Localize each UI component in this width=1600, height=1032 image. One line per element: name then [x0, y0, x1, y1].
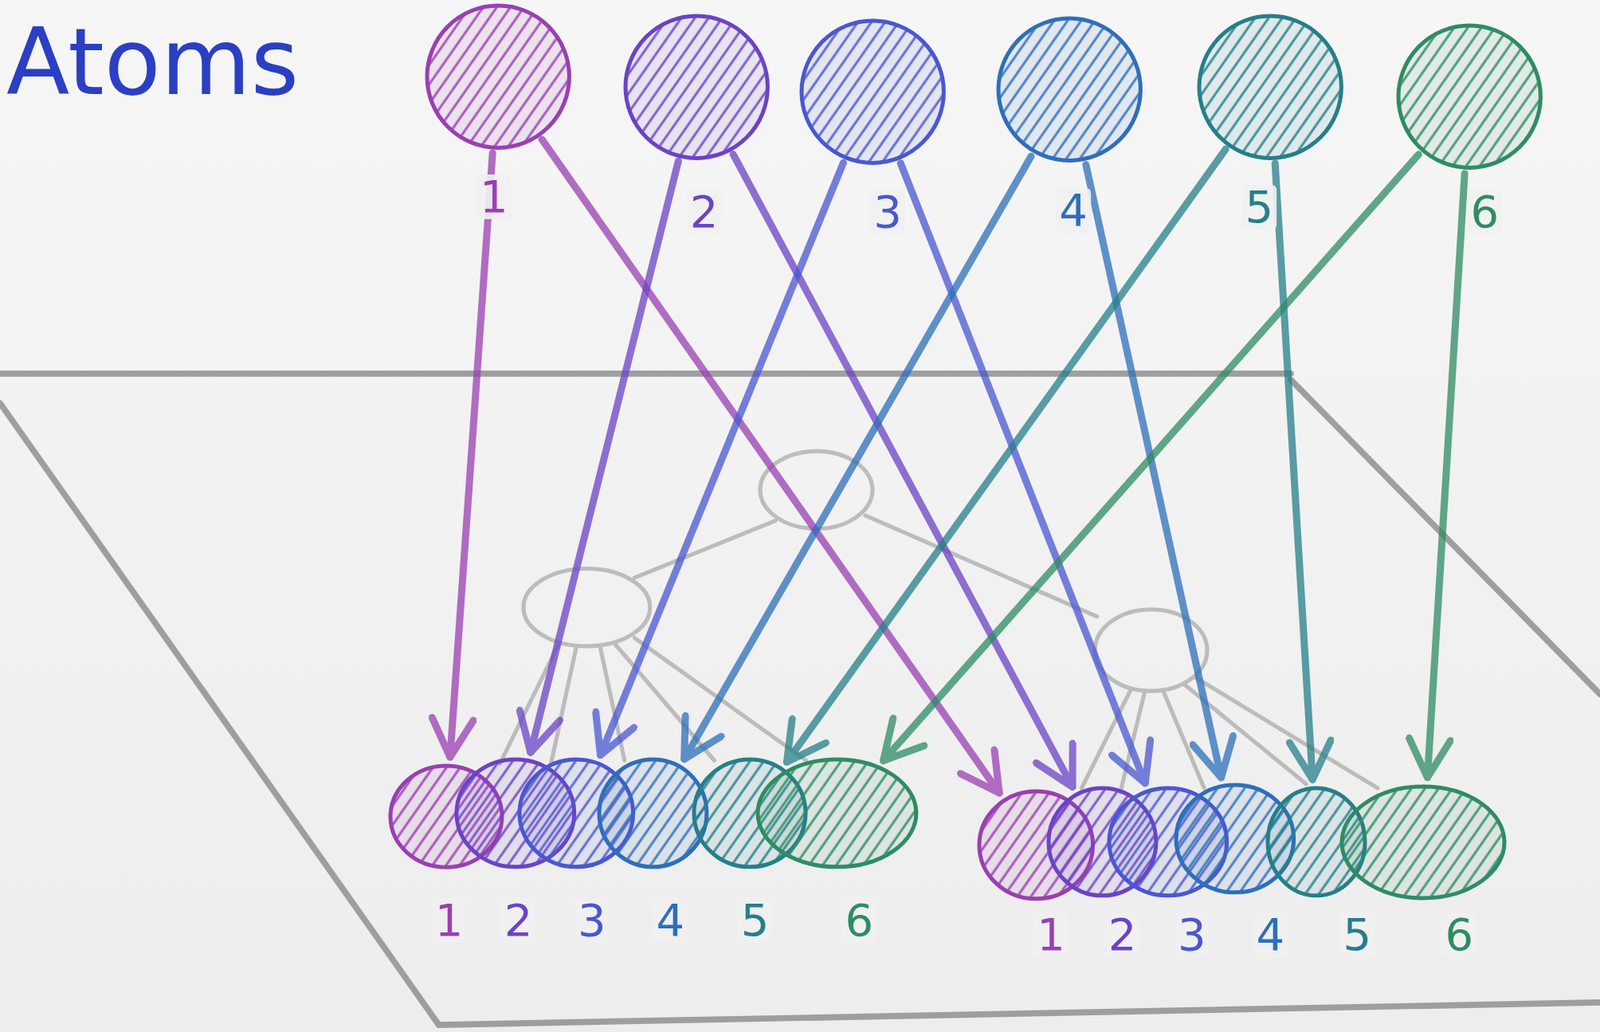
number-label: 2 [686, 189, 722, 235]
number-label: 6 [841, 898, 877, 943]
arrow-connector [1086, 164, 1222, 778]
arrow-connector [530, 160, 679, 753]
number-label: 1 [431, 898, 467, 943]
circle-outline [755, 756, 919, 870]
arrow-connector [883, 154, 1420, 761]
atom-copy-circle: 6 [1339, 784, 1507, 901]
number-label: 3 [870, 189, 906, 235]
atom-circle: 2 [623, 13, 770, 161]
number-label: 5 [737, 898, 773, 943]
atom-copy-circle: 6 [755, 756, 919, 870]
number-label: 2 [1105, 912, 1141, 957]
circle-outline [1339, 784, 1507, 901]
title: Atoms [6, 11, 299, 114]
circle-outline [424, 3, 572, 150]
number-label: 3 [574, 898, 610, 943]
atom-circle: 4 [996, 15, 1143, 163]
arrow-connector [600, 162, 844, 755]
circle-outline [996, 15, 1143, 163]
number-label: 4 [1055, 188, 1091, 233]
arrow-connector [1427, 173, 1465, 778]
number-label: 1 [476, 174, 512, 220]
circle-outline [1396, 23, 1543, 170]
hatched-circle [757, 759, 917, 867]
atom-circle: 6 [1396, 23, 1543, 170]
hatched-circle [427, 5, 569, 148]
arrow-connector [1274, 163, 1313, 780]
hatched-circle [1398, 25, 1541, 168]
number-label: 5 [1241, 184, 1277, 230]
number-label: 5 [1339, 912, 1375, 957]
circle-outline [1196, 13, 1344, 161]
hatched-circle [1341, 785, 1505, 898]
tree-sketch [500, 450, 1378, 793]
number-label: 6 [1466, 189, 1502, 235]
hatched-circle [1199, 15, 1342, 158]
circle-outline [623, 13, 770, 161]
number-label: 4 [1253, 912, 1289, 957]
number-label: 1 [1033, 912, 1069, 957]
hatched-circle [801, 20, 944, 163]
hatched-circle [625, 15, 768, 158]
circle-outline [799, 18, 946, 165]
atom-circle: 5 [1196, 13, 1344, 161]
hatched-circle [599, 759, 707, 867]
arrow-connector [786, 149, 1226, 762]
number-label: 2 [501, 898, 537, 943]
atom-circle: 1 [424, 3, 572, 150]
hatched-circle [998, 18, 1141, 161]
arrow-connector [450, 152, 493, 757]
number-label: 4 [653, 898, 689, 943]
atom-circle: 3 [799, 18, 946, 165]
plane-outline [0, 373, 1600, 1025]
number-label: 6 [1441, 912, 1477, 957]
number-label: 3 [1174, 912, 1210, 957]
